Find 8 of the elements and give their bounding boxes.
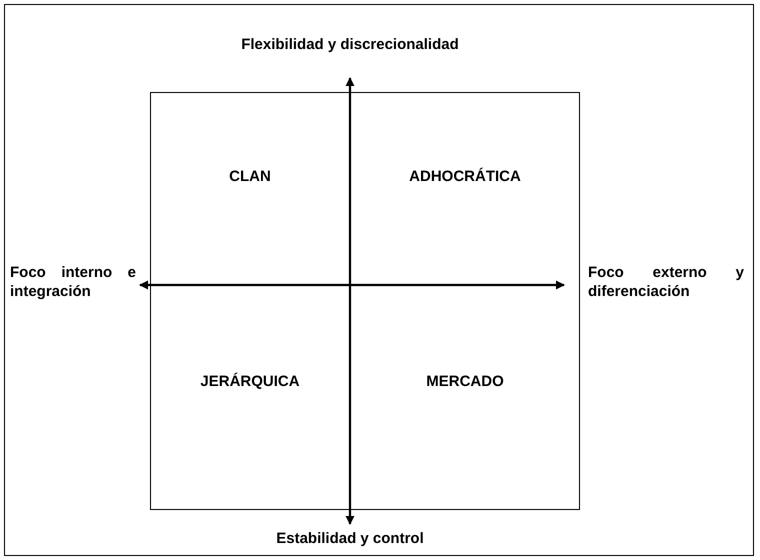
quadrant-label: MERCADO	[425, 373, 505, 390]
axis-label: Estabilidad y control	[275, 530, 425, 547]
quadrant-label: ADHOCRÁTICA	[408, 168, 522, 185]
axis-label: Flexibilidad y discrecionalidad	[240, 36, 460, 53]
axis-label: Foco externo y diferenciación	[588, 263, 744, 301]
quadrant-label: CLAN	[228, 168, 272, 185]
axis-label: Foco interno e integración	[10, 263, 136, 301]
quadrant-label: JERÁRQUICA	[199, 373, 301, 390]
